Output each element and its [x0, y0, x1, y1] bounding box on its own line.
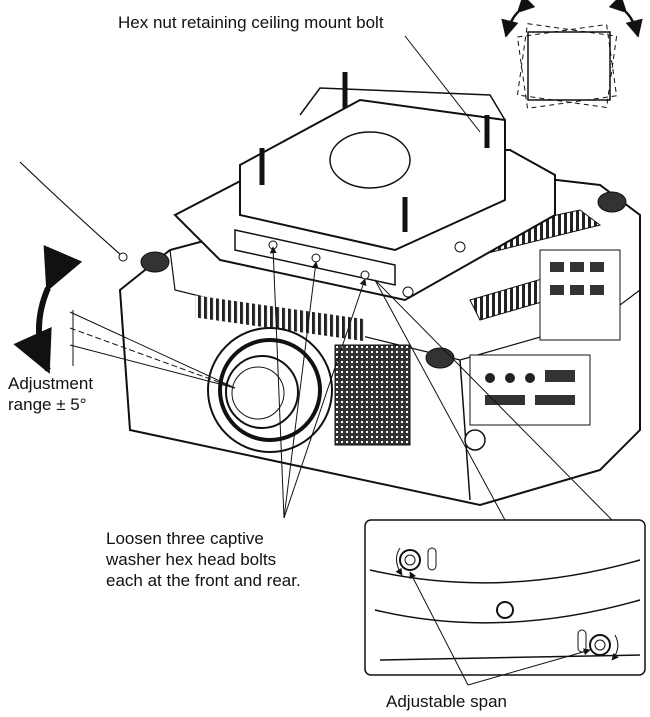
rotation-adjustment-icon [501, 0, 643, 109]
loosen-bolts-label: Loosen three captive washer hex head bol… [106, 529, 301, 590]
ceiling-mount-bracket [173, 72, 556, 302]
adjustable-span-leader-lines [409, 571, 591, 686]
magnified-detail-inset [364, 519, 646, 676]
safety-cable [19, 161, 123, 257]
hex-nut-label: Hex nut retaining ceiling mount bolt [118, 13, 384, 32]
tilt-adjustment-icon [13, 244, 236, 389]
hex-nut-leader-line [404, 35, 481, 133]
bolt-leader-lines [269, 246, 613, 521]
adjustable-span-label: Adjustable span [386, 692, 507, 711]
adjustment-range-label: Adjustment range ± 5° [8, 374, 94, 414]
